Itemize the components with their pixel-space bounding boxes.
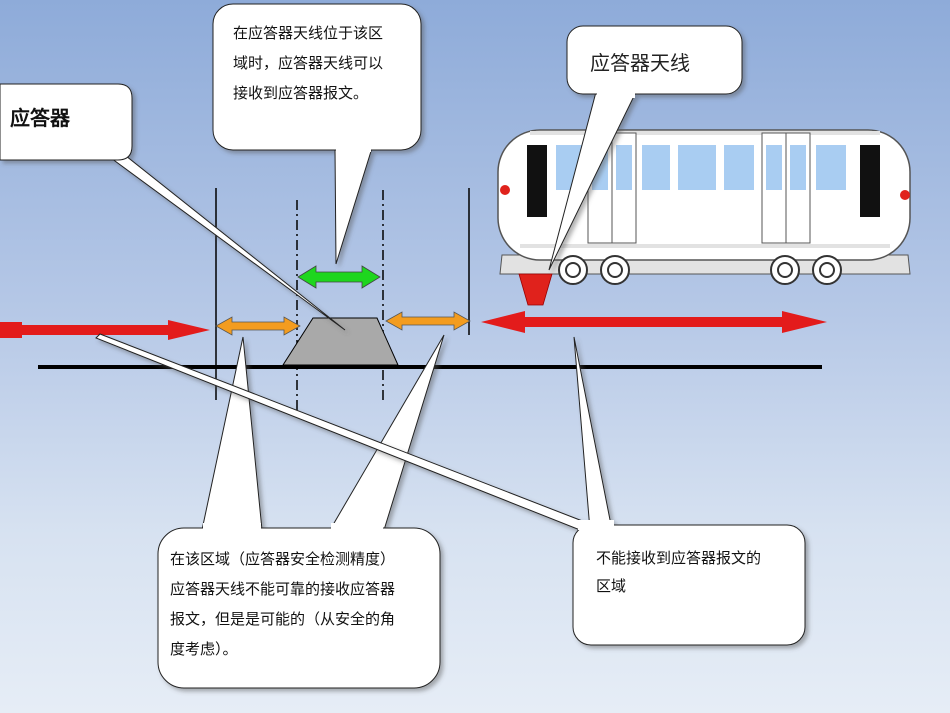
callout-uncertain-zone-text: 在该区域（应答器安全检测精度） 应答器天线不能可靠的接收应答器 报文，但是是可能… [170,550,396,658]
train-antenna-cone [518,273,553,306]
callout-reception-zone-text: 在应答器天线位于该区 域时，应答器天线可以 接收到应答器报文。 [233,24,384,102]
callout-no-reception-zone [95,333,806,646]
callout-no-reception-zone-text: 不能接收到应答器报文的 区域 [596,549,762,595]
train-wheel [600,255,630,285]
train-wheel [770,255,800,285]
train-headlight-left [500,185,510,195]
uncertain-arrow-right [385,311,471,331]
uncertain-arrow-left [215,316,301,336]
train-window [816,145,846,190]
no-reception-arrow-left [0,320,210,340]
balise-shape [282,317,399,366]
reception-arrow [297,265,381,289]
callout-transponder [0,83,346,331]
train-cab-window-right [860,145,880,217]
callout-antenna-text: 应答器天线 [590,51,690,75]
train-wheel [558,255,588,285]
no-reception-arrow-right [481,311,827,333]
train-window [678,145,716,190]
train-wheel [812,255,842,285]
callout-uncertain-zone [157,334,445,689]
callout-antenna [548,25,743,271]
callout-transponder-text: 应答器 [10,106,70,130]
train [497,129,911,306]
train-window [724,145,754,190]
callout-reception-zone [212,3,422,265]
train-cab-window-left [527,145,547,217]
train-window [642,145,670,190]
train-headlight-right [900,190,910,200]
